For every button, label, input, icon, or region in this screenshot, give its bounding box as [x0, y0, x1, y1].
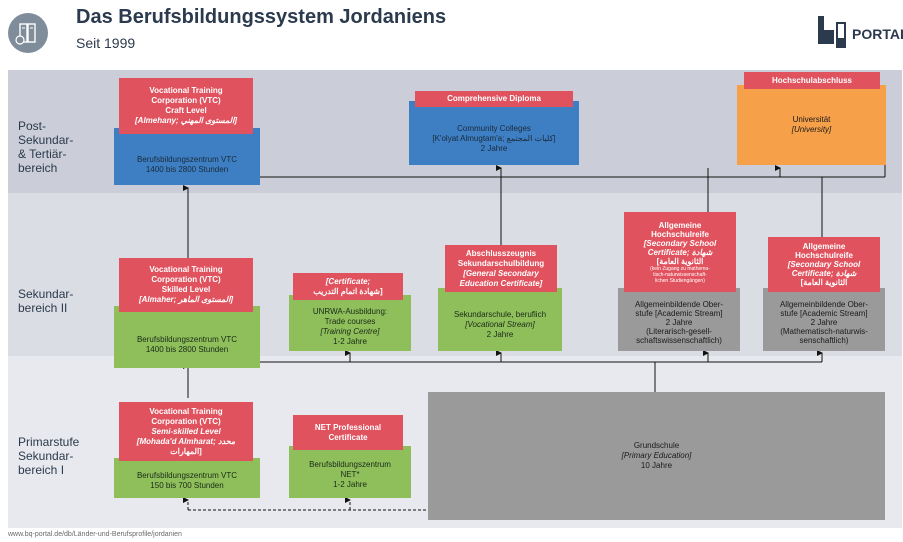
vocational-stream-body: Sekundarschule, beruflich [Vocational St…: [438, 288, 562, 351]
source-url[interactable]: www.bq-portal.de/db/Länder-und-Berufspro…: [8, 531, 182, 538]
comprehensive-diploma-header: Comprehensive Diploma: [415, 91, 573, 107]
page-subtitle: Seit 1999: [76, 35, 136, 51]
vtc-skilled-header: Vocational Training Corporation (VTC) Sk…: [119, 258, 253, 312]
vtc-semi-skilled-body: Berufsbildungszentrum VTC 150 bis 700 St…: [114, 458, 260, 498]
vocational-stream-header: Abschlusszeugnis Sekundarschulbildung [G…: [445, 245, 557, 292]
net-body: Berufsbildungszentrum NET* 1-2 Jahre: [289, 446, 411, 498]
academic-stream-literary-body: Allgemeinbildende Ober- stufe [Academic …: [618, 288, 740, 351]
academic-stream-literary-header: Allgemeine Hochschulreife [Secondary Sch…: [624, 212, 736, 292]
community-colleges-body: Community Colleges [K'olyat Almugtam'a; …: [409, 101, 579, 165]
bq-portal-logo: PORTAL: [806, 14, 903, 54]
page-title: Das Berufsbildungssystem Jordaniens: [76, 6, 447, 28]
academic-stream-math-header: Allgemeine Hochschulreife [Secondary Sch…: [768, 237, 880, 292]
level-label-secondary-2: Sekundar-bereich II: [18, 287, 74, 315]
academic-stream-math-body: Allgemeinbildende Ober- stufe [Academic …: [763, 288, 885, 351]
brand-text: PORTAL: [852, 26, 903, 42]
hochschulabschluss-header: Hochschulabschluss: [744, 72, 880, 89]
bq-logo-mark: [818, 16, 846, 48]
vtc-craft-header: Vocational Training Corporation (VTC) Cr…: [119, 78, 253, 134]
vtc-semi-skilled-header: Vocational Training Corporation (VTC) Se…: [119, 402, 253, 461]
grundschule-box: Grundschule [Primary Education] 10 Jahre: [428, 392, 885, 520]
net-certificate-header: NET Professional Certificate: [293, 415, 403, 450]
universitaet-body: Universität [University]: [737, 85, 886, 165]
vtc-craft-body: Berufsbildungszentrum VTC 1400 bis 2800 …: [114, 128, 260, 185]
vtc-skilled-body: Berufsbildungszentrum VTC 1400 bis 2800 …: [114, 306, 260, 368]
books-icon: [8, 13, 48, 53]
unrwa-certificate-header: [Certificate; شهادة اتمام التدريب]: [293, 273, 403, 300]
unrwa-body: UNRWA-Ausbildung: Trade courses [Trainin…: [289, 295, 411, 351]
level-label-post-secondary: Post-Sekundar-& Tertiär-bereich: [18, 119, 74, 175]
